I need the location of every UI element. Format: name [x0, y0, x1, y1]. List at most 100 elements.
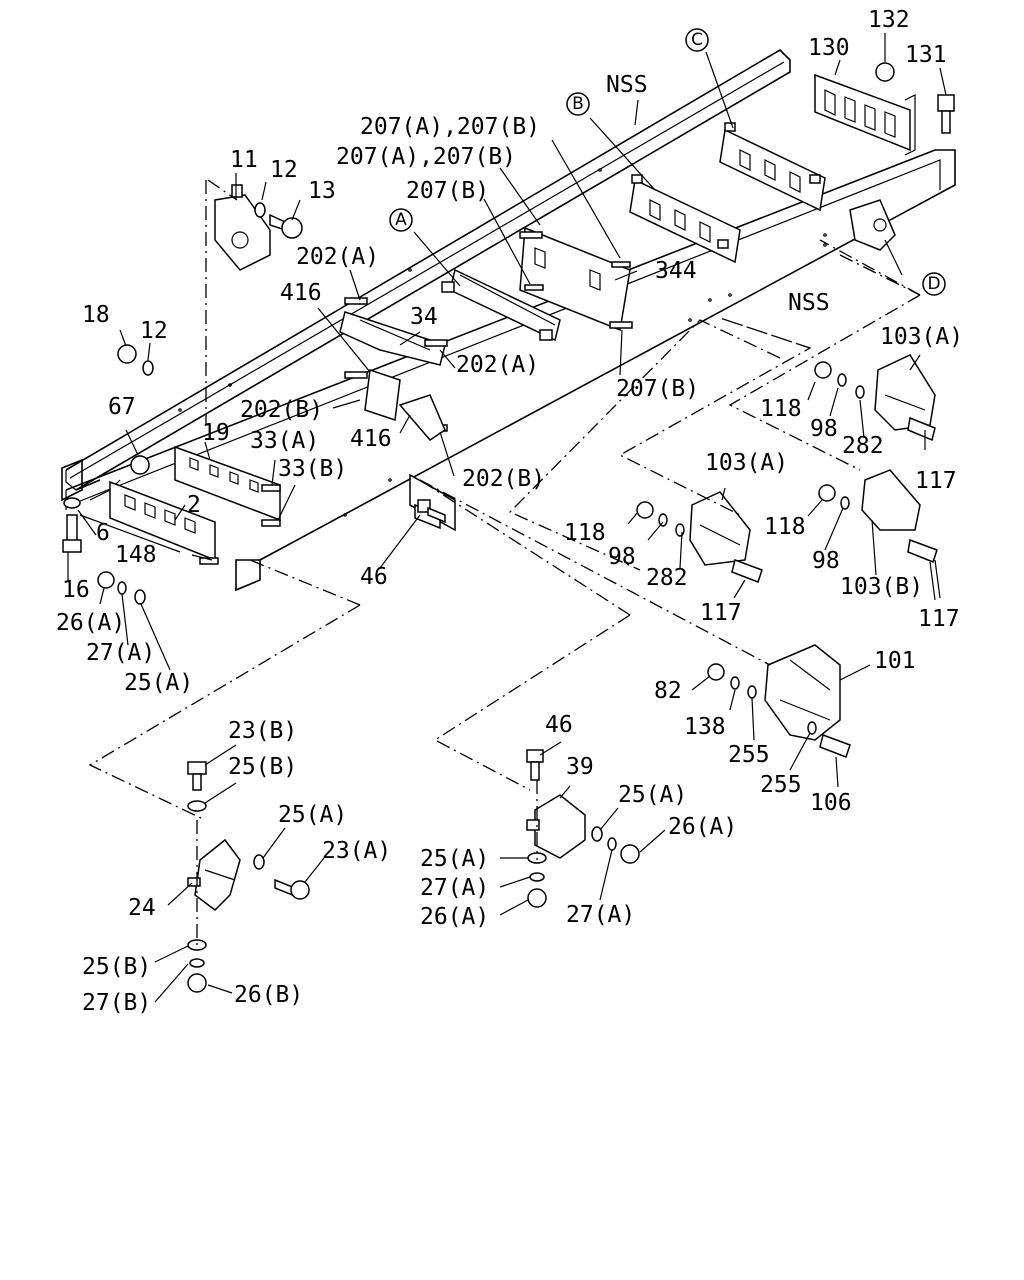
washer-12b [142, 360, 154, 376]
label-11: 11 [230, 147, 258, 173]
nut-18 [117, 344, 137, 364]
crossmember-c [719, 122, 826, 212]
label-46-upper: 46 [360, 564, 388, 590]
label-33a: 33(A) [250, 428, 319, 454]
label-416-2: 416 [350, 426, 392, 452]
label-202b-1: 202(B) [240, 397, 323, 423]
label-117-1: 117 [915, 468, 957, 494]
label-202a-1: 202(A) [296, 244, 379, 270]
label-282-2: 282 [646, 565, 688, 591]
label-282-1: 282 [842, 433, 884, 459]
nut-67 [130, 455, 150, 475]
circle-a: A [389, 208, 413, 232]
label-27b: 27(B) [82, 990, 151, 1016]
label-27a-2: 27(A) [420, 875, 489, 901]
washer-6 [63, 497, 81, 509]
label-46-lower: 46 [545, 712, 573, 738]
washer-27a1 [117, 581, 127, 595]
crossmember-2 [109, 480, 219, 565]
label-25a-3: 25(A) [278, 802, 347, 828]
washer-12a [254, 202, 266, 218]
label-118-2: 118 [564, 520, 606, 546]
label-12-upper: 12 [270, 157, 298, 183]
bracket-46-upper [409, 473, 456, 532]
svg-text:C: C [691, 30, 703, 50]
crossmember-b [629, 174, 741, 264]
hanger-103a-upper [814, 354, 936, 442]
bolt-46a [417, 499, 446, 524]
washer-25a1 [134, 589, 146, 605]
label-103a-2: 103(A) [705, 450, 788, 476]
label-6: 6 [96, 520, 110, 546]
label-25a-1: 25(A) [124, 670, 193, 696]
circle-d: D [922, 272, 946, 296]
label-255-1: 255 [728, 742, 770, 768]
label-106: 106 [810, 790, 852, 816]
bolt-13 [269, 213, 303, 239]
label-117-3: 117 [918, 606, 960, 632]
bracket-d [849, 199, 896, 251]
label-13: 13 [308, 178, 336, 204]
nut-132 [875, 62, 895, 82]
label-25b-2: 25(B) [82, 954, 151, 980]
label-23b: 23(B) [228, 718, 297, 744]
svg-text:B: B [572, 94, 584, 114]
label-138: 138 [684, 714, 726, 740]
bracket-39 [526, 749, 640, 908]
label-18: 18 [82, 302, 110, 328]
bolt-16 [62, 514, 82, 553]
bracket-101 [707, 644, 851, 758]
leader-lines [67, 33, 947, 1003]
label-131: 131 [905, 42, 947, 68]
crossmember-34 [339, 297, 448, 432]
crossmember-130 [814, 73, 916, 156]
label-202b-2: 202(B) [462, 466, 545, 492]
label-98-3: 98 [812, 548, 840, 574]
label-nss-upper: NSS [606, 72, 648, 98]
label-26a-3: 26(A) [420, 904, 489, 930]
label-27a-3: 27(A) [566, 902, 635, 928]
label-344: 344 [655, 258, 697, 284]
label-130: 130 [808, 35, 850, 61]
nut-26a1 [97, 571, 115, 589]
label-nss-lower: NSS [788, 290, 830, 316]
svg-text:A: A [395, 210, 407, 230]
label-103b: 103(B) [840, 574, 923, 600]
label-26a-1: 26(A) [56, 610, 125, 636]
label-118-3: 118 [764, 514, 806, 540]
label-25a-2: 25(A) [618, 782, 687, 808]
label-27a-1: 27(A) [86, 640, 155, 666]
label-207a-207b-1: 207(A),207(B) [360, 114, 540, 140]
label-118-1: 118 [760, 396, 802, 422]
label-2: 2 [187, 492, 201, 518]
bracket-11 [214, 184, 271, 271]
label-24: 24 [128, 895, 156, 921]
gusset-416 [364, 368, 446, 441]
label-34: 34 [410, 304, 438, 330]
circle-c: C [685, 28, 709, 52]
label-82: 82 [654, 678, 682, 704]
label-148: 148 [115, 542, 157, 568]
part-labels: 132 130 131 NSS 207(A),207(B) 207(A),207… [56, 7, 963, 1016]
label-25b-1: 25(B) [228, 754, 297, 780]
crossmember-19 [174, 445, 281, 527]
label-132: 132 [868, 7, 910, 33]
label-202a-2: 202(A) [456, 352, 539, 378]
bracket-24 [187, 761, 310, 993]
label-12-lower: 12 [140, 318, 168, 344]
label-33b: 33(B) [278, 456, 347, 482]
hanger-103a-mid [636, 491, 763, 583]
circle-b: B [566, 92, 590, 116]
label-416-1: 416 [280, 280, 322, 306]
bolt-131 [937, 94, 955, 134]
label-67: 67 [108, 394, 136, 420]
crossmember-a [441, 268, 561, 342]
label-255-2: 255 [760, 772, 802, 798]
label-26a-2: 26(A) [668, 814, 737, 840]
label-98-1: 98 [810, 416, 838, 442]
hanger-103b [818, 469, 938, 563]
reference-lines [88, 179, 921, 945]
label-16: 16 [62, 577, 90, 603]
label-19: 19 [202, 420, 230, 446]
